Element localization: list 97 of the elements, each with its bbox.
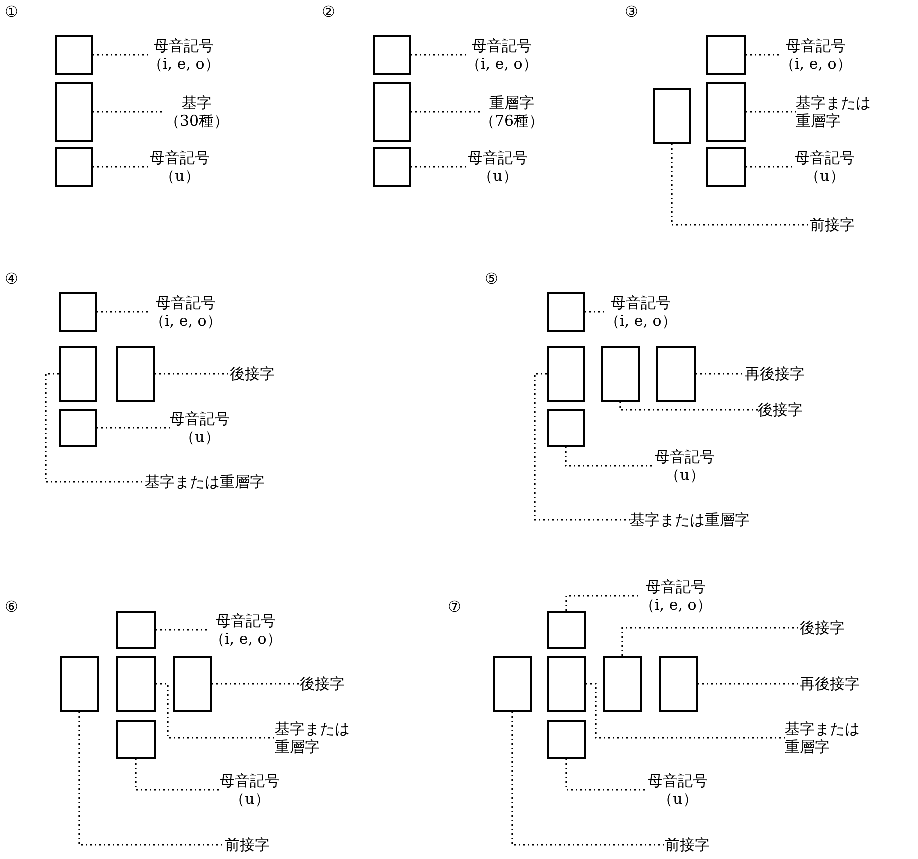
letter-slot-box (493, 656, 532, 712)
letter-slot-box (116, 346, 155, 402)
part-label: 再後接字 (745, 365, 805, 383)
part-label: 母音記号 （i, e, o） (150, 294, 222, 330)
leader-line (566, 759, 648, 791)
letter-slot-box (706, 35, 746, 75)
part-label: 基字 （30種） (165, 94, 230, 130)
part-label: 母音記号 （u） (468, 149, 528, 185)
leader-line (512, 712, 665, 846)
part-label: 母音記号 （i, e, o） (466, 37, 538, 73)
panel-number: ① (5, 3, 18, 21)
part-label: 後接字 (800, 619, 845, 637)
leader-line (565, 447, 655, 467)
letter-slot-box (55, 147, 93, 187)
panel-number: ② (322, 3, 335, 21)
part-label: 後接字 (758, 401, 803, 419)
letter-slot-box (55, 82, 93, 142)
letter-slot-box (373, 82, 411, 142)
panel-number: ⑦ (448, 598, 461, 616)
part-label: 母音記号 （i, e, o） (780, 37, 852, 73)
part-label: 後接字 (300, 675, 345, 693)
letter-slot-box (706, 82, 746, 142)
part-label: 後接字 (230, 365, 275, 383)
letter-slot-box (547, 720, 586, 759)
letter-slot-box (173, 656, 212, 712)
part-label: 重層字 （76種） (480, 94, 544, 130)
letter-slot-box (59, 409, 97, 447)
part-label: 基字または重層字 (275, 720, 355, 756)
leader-line (698, 683, 800, 685)
part-label: 母音記号 （i, e, o） (210, 612, 282, 648)
letter-slot-box (706, 147, 746, 187)
letter-slot-box (659, 656, 698, 712)
letter-slot-box (59, 292, 97, 332)
leader-line (45, 373, 145, 483)
part-label: 母音記号 （u） (220, 772, 280, 808)
part-label: 基字または重層字 (785, 720, 865, 756)
letter-slot-box (547, 409, 585, 447)
letter-slot-box (547, 611, 586, 649)
leader-line (78, 712, 225, 846)
leader-line (155, 373, 230, 375)
part-label: 前接字 (225, 836, 270, 854)
leader-line (93, 111, 165, 113)
leader-line (534, 373, 630, 521)
part-label: 母音記号 （u） (655, 448, 715, 484)
leader-line (620, 402, 758, 411)
letter-slot-box (601, 346, 640, 402)
part-label: 基字または重層字 (145, 473, 265, 491)
leader-line (671, 144, 810, 226)
leader-line (746, 111, 796, 113)
part-label: 母音記号 （u） (150, 149, 210, 185)
leader-line (566, 595, 640, 611)
leader-line (411, 166, 468, 168)
letter-slot-box (373, 147, 411, 187)
part-label: 基字または重層字 (630, 511, 750, 529)
leader-line (622, 627, 800, 656)
part-label: 母音記号 （i, e, o） (640, 578, 712, 614)
leader-line (97, 427, 170, 429)
letter-slot-box (55, 35, 93, 75)
part-label: 母音記号 （u） (795, 149, 855, 185)
leader-line (93, 54, 148, 56)
leader-line (586, 683, 785, 739)
part-label: 母音記号 （i, e, o） (148, 37, 220, 73)
leader-line (93, 166, 150, 168)
part-label: 母音記号 （u） (170, 410, 230, 446)
letter-slot-box (603, 656, 642, 712)
part-label: 基字または重層字 (796, 94, 876, 130)
letter-slot-box (547, 346, 585, 402)
leader-line (696, 373, 745, 375)
letter-slot-box (116, 720, 156, 759)
panel-number: ④ (5, 270, 18, 288)
part-label: 母音記号 （u） (648, 772, 708, 808)
letter-slot-box (59, 346, 97, 402)
part-label: 前接字 (810, 216, 855, 234)
letter-slot-box (547, 292, 585, 332)
panel-number: ③ (625, 3, 638, 21)
leader-line (746, 166, 795, 168)
letter-slot-box (547, 656, 586, 712)
leader-line (212, 683, 300, 685)
leader-line (585, 311, 605, 313)
leader-line (156, 629, 210, 631)
letter-slot-box (373, 35, 411, 75)
part-label: 前接字 (665, 836, 710, 854)
part-label: 母音記号 （i, e, o） (605, 294, 677, 330)
leader-line (97, 311, 150, 313)
letter-slot-box (653, 88, 691, 144)
letter-slot-box (60, 656, 99, 712)
letter-slot-box (116, 611, 156, 649)
leader-line (411, 111, 480, 113)
leader-line (746, 54, 780, 56)
letter-slot-box (116, 656, 156, 712)
leader-line (135, 759, 220, 791)
panel-number: ⑥ (5, 598, 18, 616)
part-label: 再後接字 (800, 675, 860, 693)
leader-line (156, 683, 275, 739)
letter-slot-box (656, 346, 696, 402)
leader-line (411, 54, 466, 56)
panel-number: ⑤ (485, 270, 498, 288)
